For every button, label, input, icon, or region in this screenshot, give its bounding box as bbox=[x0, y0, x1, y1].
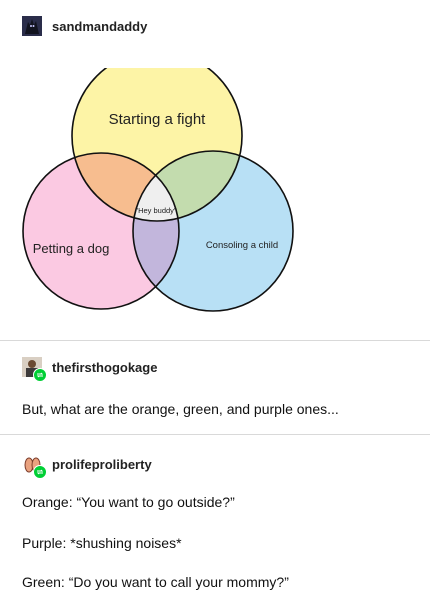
venn-overlap-green bbox=[133, 151, 242, 221]
reblog-icon bbox=[33, 465, 47, 479]
venn-overlap-orange bbox=[72, 153, 179, 221]
venn-label-starting-a-fight: Starting a fight bbox=[109, 111, 207, 128]
username[interactable]: thefirsthogokage bbox=[52, 359, 158, 375]
reblog-icon bbox=[33, 368, 47, 382]
venn-label-petting-a-dog: Petting a dog bbox=[33, 241, 110, 256]
venn-label-center: "Hey buddy" bbox=[135, 206, 177, 215]
venn-label-consoling-a-child: Consoling a child bbox=[206, 240, 278, 251]
post-body-line-purple: Purple: *shushing noises* bbox=[22, 535, 182, 551]
post-divider bbox=[0, 340, 430, 341]
post-body-text: But, what are the orange, green, and pur… bbox=[22, 401, 339, 417]
venn-diagram: Starting a fight Petting a dog Consoling… bbox=[22, 68, 294, 312]
post-header-prolifeproliberty: prolifeproliberty bbox=[22, 454, 152, 479]
username[interactable]: prolifeproliberty bbox=[52, 456, 152, 472]
post-body-line-green: Green: “Do you want to call your mommy?” bbox=[22, 574, 289, 590]
username[interactable]: sandmandaddy bbox=[52, 18, 148, 34]
dark-creature-avatar-icon[interactable] bbox=[22, 16, 42, 36]
post-header-thefirsthogokage: thefirsthogokage bbox=[22, 357, 158, 382]
post-header-sandmandaddy: sandmandaddy bbox=[22, 16, 147, 36]
person-avatar-icon[interactable] bbox=[22, 357, 47, 382]
post-body-line-orange: Orange: “You want to go outside?” bbox=[22, 494, 235, 510]
post-divider bbox=[0, 434, 430, 435]
feet-avatar-icon[interactable] bbox=[22, 454, 47, 479]
